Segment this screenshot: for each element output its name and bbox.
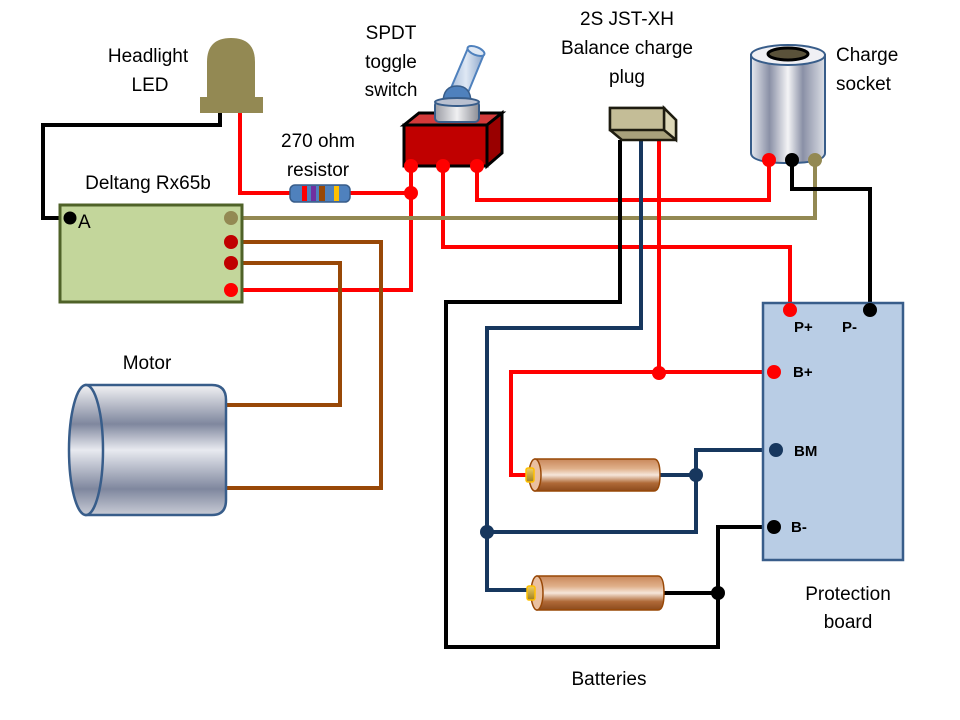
wire-motor-a [226,240,383,490]
board-pin-b-minus [767,520,781,534]
socket-pin-negative [785,153,799,167]
resistor-label-line1: 270 ohm [281,131,355,152]
motor [67,383,228,517]
switch-label-line1: SPDT [366,23,417,44]
socket-pin-positive [762,153,776,167]
switch-label-line3: switch [365,80,418,101]
junction-balance-red [652,366,666,380]
resistor-label-line2: resistor [287,160,350,181]
wire-socket-to-pminus [790,160,872,310]
board-label-line2: board [824,612,873,633]
motor-label: Motor [123,353,172,374]
toggle-lever[interactable] [442,44,486,104]
pin-label-p-minus: P- [842,319,857,336]
receiver-pin-signal [224,211,238,225]
connection-points [63,153,877,600]
board-pin-bm [769,443,783,457]
switch-label-line2: toggle [365,52,417,73]
wires [41,113,872,649]
board-pin-b-plus [767,365,781,379]
plug-label-line2: Balance charge [561,38,693,59]
junction-battery-negative [711,586,725,600]
junction-battery-middle [689,468,703,482]
resistor-band-2 [311,186,316,201]
wire-bplus-to-battery [509,370,775,477]
wire-socket-signal [231,160,817,220]
battery-2-terminal-icon [526,585,536,601]
battery-1-terminal-icon [525,467,535,483]
junction-balance-middle [480,525,494,539]
switch-pin-1 [404,159,418,173]
spdt-toggle-switch[interactable] [399,44,507,170]
wire-switch-to-socket [475,160,771,202]
receiver-label: Deltang Rx65b [85,173,211,194]
wire-switch-to-pplus [441,166,792,310]
pin-label-bm: BM [794,443,817,460]
socket-label-line2: socket [836,74,892,95]
switch-pin-2 [436,159,450,173]
socket-label-line1: Charge [836,45,898,66]
plug-label-line3: plug [609,67,645,88]
receiver-pin-motor-b [224,256,238,270]
pin-label-b-plus: B+ [793,364,813,381]
wire-battery1-to-bm [660,448,775,477]
led-label-line2: LED [132,75,169,96]
plug-label-line1: 2S JST-XH [580,9,674,30]
wire-balance-black [444,140,772,649]
pin-label-b-minus: B- [791,519,807,536]
balance-charge-plug [608,104,678,143]
resistor-band-1 [302,186,307,201]
receiver-pin-a [63,211,77,225]
resistor [289,184,351,203]
board-label-line1: Protection [805,584,891,605]
board-pin-p-plus [783,303,797,317]
wire-balance-middle [485,140,643,592]
batteries-label: Batteries [572,669,647,690]
charge-socket[interactable] [750,44,826,165]
receiver-pin-power [224,283,238,297]
headlight-led [200,38,263,113]
switch-pin-3 [470,159,484,173]
wire-motor-b [226,261,342,407]
protection-board [761,301,905,562]
led-label-line1: Headlight [108,46,189,67]
battery-1 [525,458,661,492]
wire-led-anode [238,113,292,195]
wire-switch-to-receiver [231,166,413,292]
receiver-deltang-rx65b [58,203,244,304]
resistor-band-3 [319,186,325,201]
receiver-pin-motor-a [224,235,238,249]
resistor-band-4 [334,186,339,201]
junction-resistor-switch [404,186,418,200]
board-pin-p-minus [863,303,877,317]
receiver-pin-a-label: A [78,212,91,233]
battery-2 [526,575,665,611]
pin-label-p-plus: P+ [794,319,813,336]
wire-mid-cross [487,475,698,534]
socket-pin-signal [808,153,822,167]
wire-led-cathode [41,113,222,220]
